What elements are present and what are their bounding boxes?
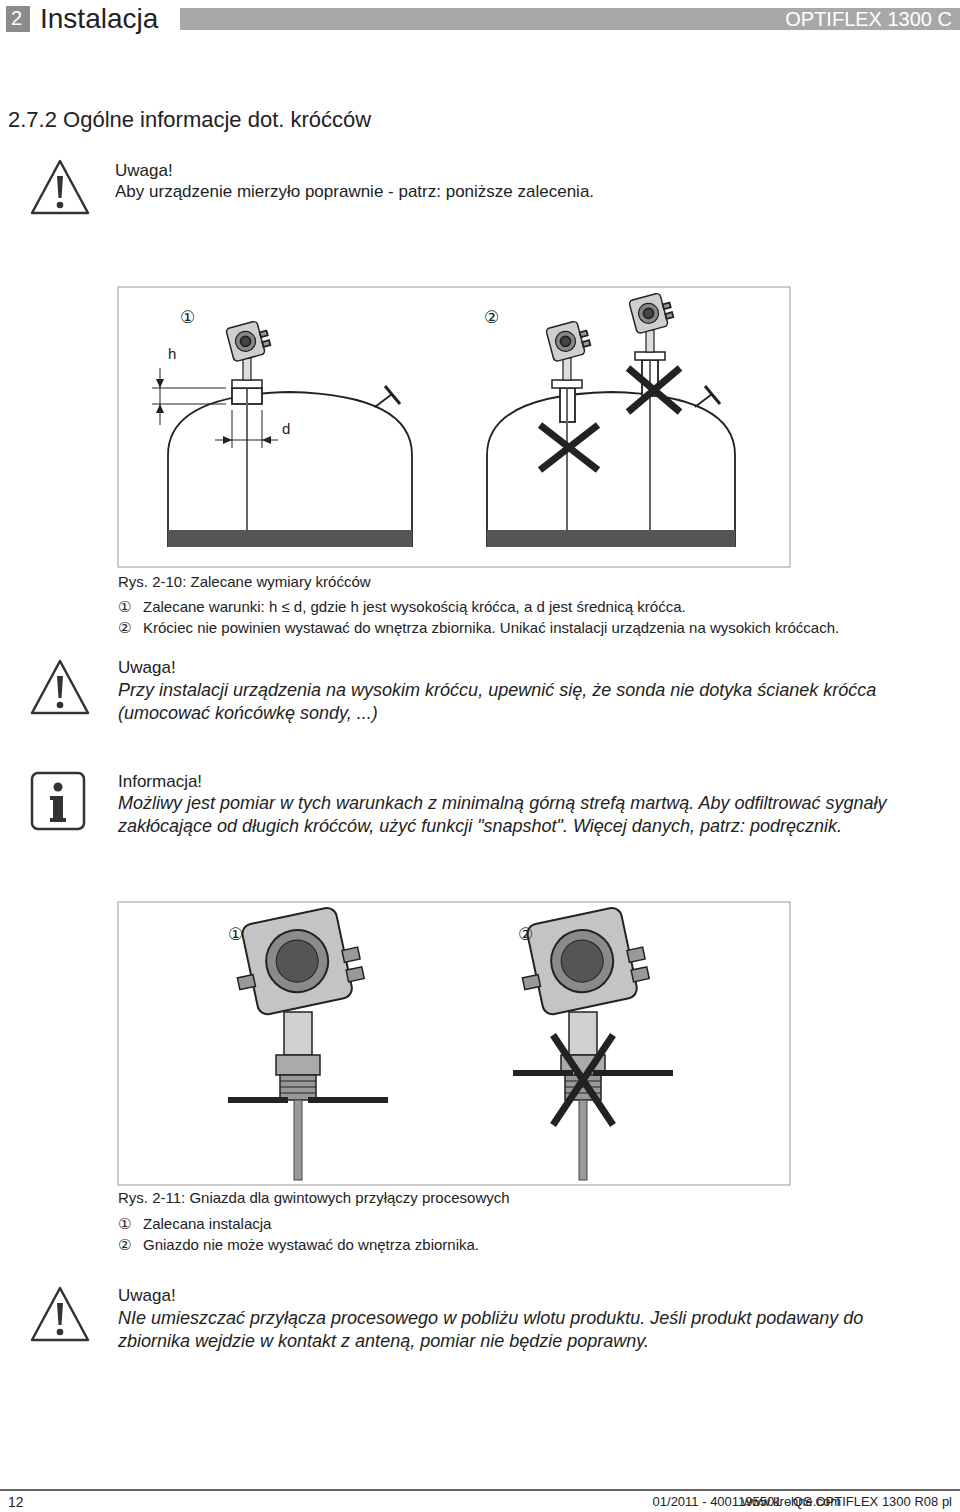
- note-text: Przy instalacji urządzenia na wysokim kr…: [118, 679, 953, 724]
- figure-threaded-sockets: [118, 902, 790, 1185]
- warning-icon: [32, 1288, 88, 1340]
- dimension-label: h: [168, 345, 176, 364]
- info-heading: Informacja!: [118, 771, 202, 792]
- section-title: 2.7.2 Ogólne informacje dot. króćców: [8, 106, 908, 134]
- callout-number: ②: [484, 307, 499, 328]
- figure-nozzles: [118, 287, 790, 567]
- legend-text: Gniazdo nie może wystawać do wnętrza zbi…: [143, 1236, 843, 1255]
- chapter-title: Instalacja: [40, 1, 158, 36]
- dimension-label: d: [282, 420, 290, 439]
- legend-text: Zalecana instalacja: [143, 1215, 843, 1234]
- callout-number: ②: [518, 924, 533, 945]
- section-number: 2: [11, 6, 22, 31]
- callout-number: ②: [118, 619, 131, 638]
- note-heading: Uwaga!: [115, 160, 173, 181]
- note-text: Aby urządzenie mierzyło poprawnie - patr…: [115, 181, 945, 202]
- callout-number: ①: [118, 598, 131, 617]
- footer-rule: [0, 1489, 960, 1491]
- info-icon: [32, 773, 84, 829]
- warning-icon: [32, 161, 88, 213]
- legend-text: Króciec nie powinien wystawać do wnętrza…: [143, 619, 923, 638]
- info-text: Możliwy jest pomiar w tych warunkach z m…: [118, 792, 956, 837]
- product-name: OPTIFLEX 1300 C: [700, 7, 952, 32]
- callout-number: ①: [228, 924, 243, 945]
- figure-caption: Rys. 2-10: Zalecane wymiary króćców: [118, 573, 818, 592]
- note-text: NIe umieszczać przyłącza procesowego w p…: [118, 1307, 928, 1352]
- callout-number: ①: [118, 1215, 131, 1234]
- callout-number: ①: [180, 307, 195, 328]
- legend-text: Zalecane warunki: h ≤ d, gdzie h jest wy…: [143, 598, 923, 617]
- callout-number: ②: [118, 1236, 131, 1255]
- note-heading: Uwaga!: [118, 657, 176, 678]
- warning-icon: [32, 661, 88, 713]
- section-box: [6, 6, 30, 32]
- note-heading: Uwaga!: [118, 1285, 176, 1306]
- footer-text: 01/2011 - 4001195501 - QS OPTIFLEX 1300 …: [600, 1494, 952, 1510]
- figure-caption: Rys. 2-11: Gniazda dla gwintowych przyłą…: [118, 1189, 818, 1208]
- page-number: 12: [8, 1494, 24, 1512]
